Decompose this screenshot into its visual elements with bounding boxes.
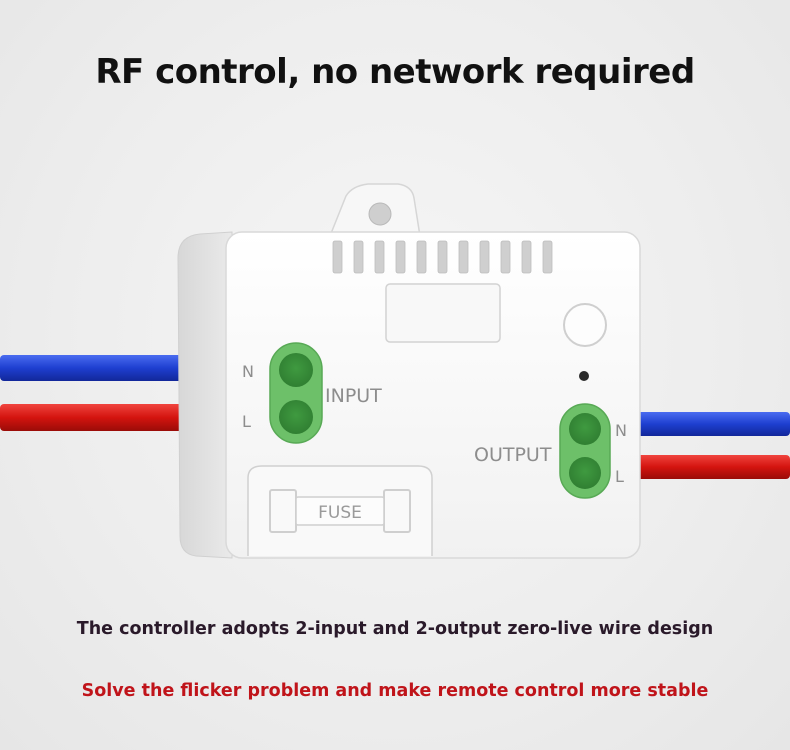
output-wire-blue <box>630 412 790 436</box>
output-l-label: L <box>615 467 624 486</box>
input-wire-red <box>0 404 200 431</box>
output-label: OUTPUT <box>474 444 552 466</box>
input-terminal-block <box>269 342 323 444</box>
output-terminal-n <box>569 413 601 445</box>
fuse-label: FUSE <box>318 503 362 523</box>
input-terminal-n <box>279 353 313 387</box>
input-l-label: L <box>242 412 251 431</box>
output-wire-red <box>630 455 790 479</box>
indicator-led <box>579 371 589 381</box>
mounting-hole <box>368 202 392 226</box>
output-terminal-block <box>559 403 611 499</box>
input-wire-blue <box>0 355 200 381</box>
device-side-panel <box>177 231 233 559</box>
caption-line-design: The controller adopts 2-input and 2-outp… <box>76 619 714 639</box>
label-window <box>385 283 501 343</box>
vent-slots <box>332 240 553 274</box>
input-n-label: N <box>242 362 254 381</box>
controller-device-illustration: N L INPUT OUTPUT N L FUSE <box>0 170 790 590</box>
input-label: INPUT <box>325 385 382 407</box>
caption-line-stability: Solve the flicker problem and make remot… <box>81 681 709 701</box>
controller-device-graphic: N L INPUT OUTPUT N L FUSE <box>0 183 790 559</box>
input-terminal-l <box>279 400 313 434</box>
headline: RF control, no network required <box>95 52 695 92</box>
pairing-button <box>563 303 607 347</box>
fuse-body <box>295 496 385 526</box>
output-n-label: N <box>615 421 627 440</box>
output-terminal-l <box>569 457 601 489</box>
